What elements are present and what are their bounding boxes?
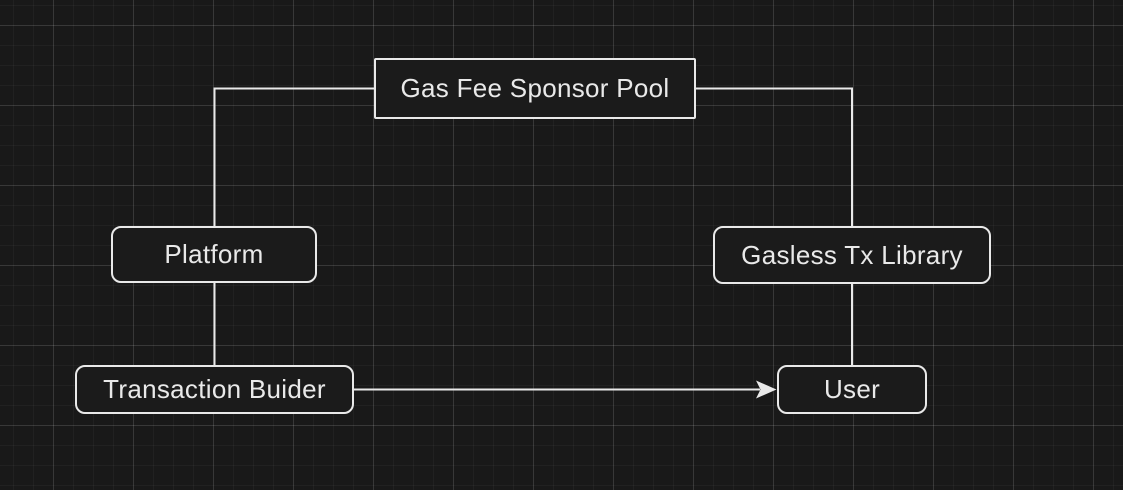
edge-pool-platform[interactable]: [213, 87, 375, 227]
edge-txbuilder-user[interactable]: [354, 380, 777, 399]
node-user[interactable]: User: [777, 365, 927, 414]
node-gas-fee-sponsor-pool[interactable]: Gas Fee Sponsor Pool: [374, 58, 696, 119]
node-platform[interactable]: Platform: [111, 226, 317, 283]
node-label: Gasless Tx Library: [741, 239, 963, 270]
node-label: Platform: [164, 239, 264, 269]
edge-pool-gasless[interactable]: [696, 87, 853, 227]
arrowhead: [756, 380, 777, 399]
node-gasless-tx-library[interactable]: Gasless Tx Library: [713, 226, 991, 284]
node-label: Gas Fee Sponsor Pool: [400, 73, 670, 103]
node-label: Transaction Buider: [103, 374, 326, 404]
node-transaction-builder[interactable]: Transaction Buider: [75, 365, 354, 414]
node-label: User: [823, 374, 881, 404]
